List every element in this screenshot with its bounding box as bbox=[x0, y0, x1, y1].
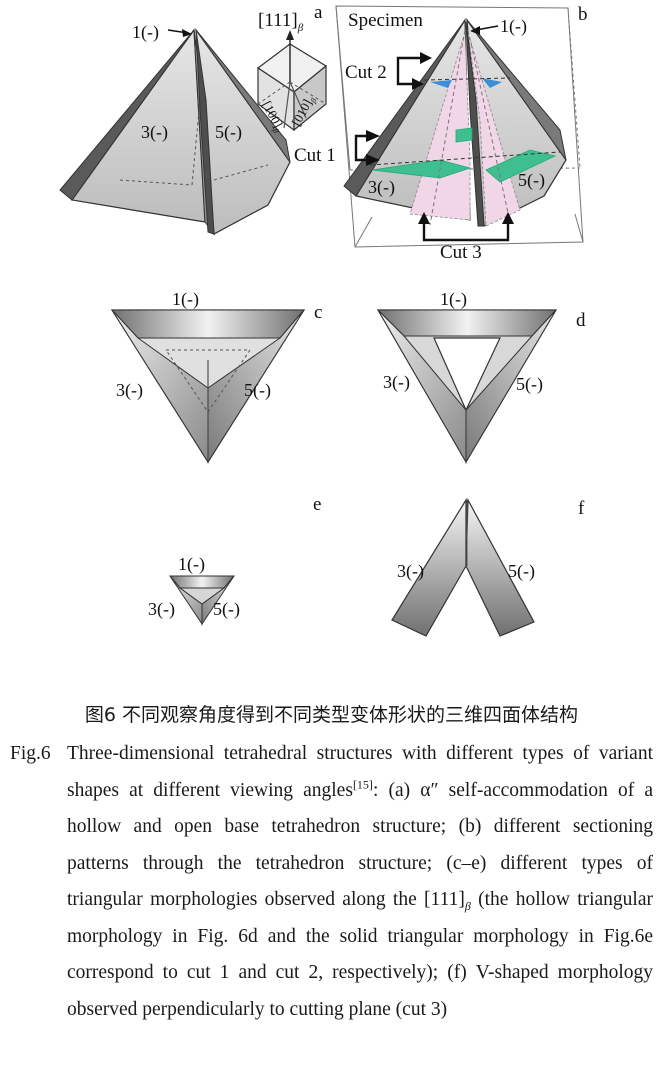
panel-b: Cut 2 Cut 1 Cut 3 1(-) Specimen 3(-) 5(-… bbox=[294, 4, 588, 263]
panel-e-letter: e bbox=[313, 494, 321, 515]
panel-a-right-inner bbox=[195, 29, 215, 235]
panel-b-green-left bbox=[371, 159, 472, 179]
panel-a-label-right: 5(-) bbox=[215, 122, 242, 143]
panel-b-letter: b bbox=[578, 4, 588, 25]
panel-b-cut3: Cut 3 bbox=[440, 242, 482, 263]
panel-b-cut2-dash bbox=[423, 77, 511, 81]
panel-e: 1(-) 3(-) 5(-) e bbox=[148, 494, 321, 626]
caption-line2: : (a) α″ self-accommodation of a hollow … bbox=[67, 779, 653, 911]
caption-body: Three-dimensional tetrahedral structures… bbox=[67, 736, 653, 1028]
panel-c-top-band bbox=[110, 309, 306, 339]
panel-a-left-plate bbox=[59, 29, 195, 201]
panel-f-letter: f bbox=[578, 498, 585, 519]
caption-english: Fig.6 Three-dimensional tetrahedral stru… bbox=[10, 736, 653, 1028]
panel-d-top-band bbox=[376, 309, 558, 337]
panel-d-label-right: 5(-) bbox=[516, 374, 543, 395]
panel-a-left-dash bbox=[119, 179, 193, 186]
panel-c: 1(-) 3(-) 5(-) c bbox=[110, 289, 322, 464]
caption-line1: Three-dimensional tetrahedral structures… bbox=[67, 743, 653, 801]
panel-a-apex-arrowhead bbox=[182, 29, 192, 37]
panel-e-label-top: 1(-) bbox=[178, 554, 205, 575]
panel-a-right-plate bbox=[195, 29, 291, 163]
panel-b-label-right: 5(-) bbox=[518, 170, 545, 191]
panel-b-center-rib bbox=[465, 21, 485, 227]
panel-a-label-left: 3(-) bbox=[141, 122, 168, 143]
panel-b-label-left: 3(-) bbox=[368, 177, 395, 198]
panel-b-specimen: Specimen bbox=[348, 10, 423, 31]
caption-beta: β bbox=[464, 898, 471, 913]
panel-f-label-right: 5(-) bbox=[508, 561, 535, 582]
panel-c-label-top: 1(-) bbox=[172, 289, 199, 310]
panel-b-green-right bbox=[485, 149, 557, 183]
panel-d-label-left: 3(-) bbox=[383, 372, 410, 393]
panel-f-left-arm bbox=[391, 497, 467, 637]
figure-panels: 1(-) 3(-) 5(-) [111]β [100]β [010]β a bbox=[59, 2, 588, 637]
panel-a-left-face bbox=[70, 28, 206, 223]
panel-f: 3(-) 5(-) f bbox=[391, 497, 585, 637]
caption-line3: (the hollow triangular morphology in Fig… bbox=[67, 889, 653, 1020]
panel-d: 1(-) 3(-) 5(-) d bbox=[376, 289, 586, 464]
panel-b-cut3-line-r bbox=[467, 29, 511, 223]
panel-e-label-left: 3(-) bbox=[148, 599, 175, 620]
panel-b-cut1-bracket bbox=[354, 130, 380, 166]
panel-e-label-right: 5(-) bbox=[213, 599, 240, 620]
panel-a-label-top: 1(-) bbox=[132, 22, 159, 43]
panel-b-cut1-dash bbox=[369, 151, 561, 166]
panel-e-top-band bbox=[168, 575, 236, 589]
panel-b-right-plate bbox=[466, 19, 567, 161]
panel-d-label-top: 1(-) bbox=[440, 289, 467, 310]
panel-b-label-top: 1(-) bbox=[500, 16, 527, 37]
panel-a-axis-111: [111]β bbox=[258, 10, 304, 34]
panel-b-blue-right bbox=[482, 78, 502, 88]
panel-d-hole bbox=[433, 337, 501, 412]
panel-b-blue-left bbox=[430, 80, 452, 88]
panel-b-cut3-bracket bbox=[418, 212, 514, 242]
panel-b-green-center bbox=[455, 127, 473, 143]
panel-e-center bbox=[178, 587, 226, 605]
panel-f-label-left: 3(-) bbox=[397, 561, 424, 582]
caption-ref: [15] bbox=[352, 777, 373, 791]
panel-c-label-left: 3(-) bbox=[116, 380, 143, 401]
panel-b-cut2-bracket bbox=[396, 52, 432, 90]
caption-chinese: 图6 不同观察角度得到不同类型变体形状的三维四面体结构 bbox=[84, 704, 579, 726]
panel-d-letter: d bbox=[576, 310, 586, 331]
panel-b-cut1: Cut 1 bbox=[294, 145, 336, 166]
panel-a-left-dash2 bbox=[191, 99, 201, 186]
panel-b-apex-arrowhead bbox=[470, 26, 480, 35]
panel-a-cube bbox=[256, 30, 328, 132]
panel-c-label-right: 5(-) bbox=[244, 380, 271, 401]
panel-c-inner-dash bbox=[165, 349, 251, 413]
panel-b-cut2: Cut 2 bbox=[345, 62, 387, 83]
panel-b-left-plate bbox=[343, 19, 466, 197]
panel-c-letter: c bbox=[314, 302, 322, 323]
panel-a-letter: a bbox=[314, 2, 323, 23]
panel-b-cut3-line-l bbox=[429, 29, 466, 226]
caption-label: Fig.6 bbox=[10, 743, 51, 764]
panel-a: 1(-) 3(-) 5(-) [111]β [100]β [010]β a bbox=[59, 2, 328, 236]
